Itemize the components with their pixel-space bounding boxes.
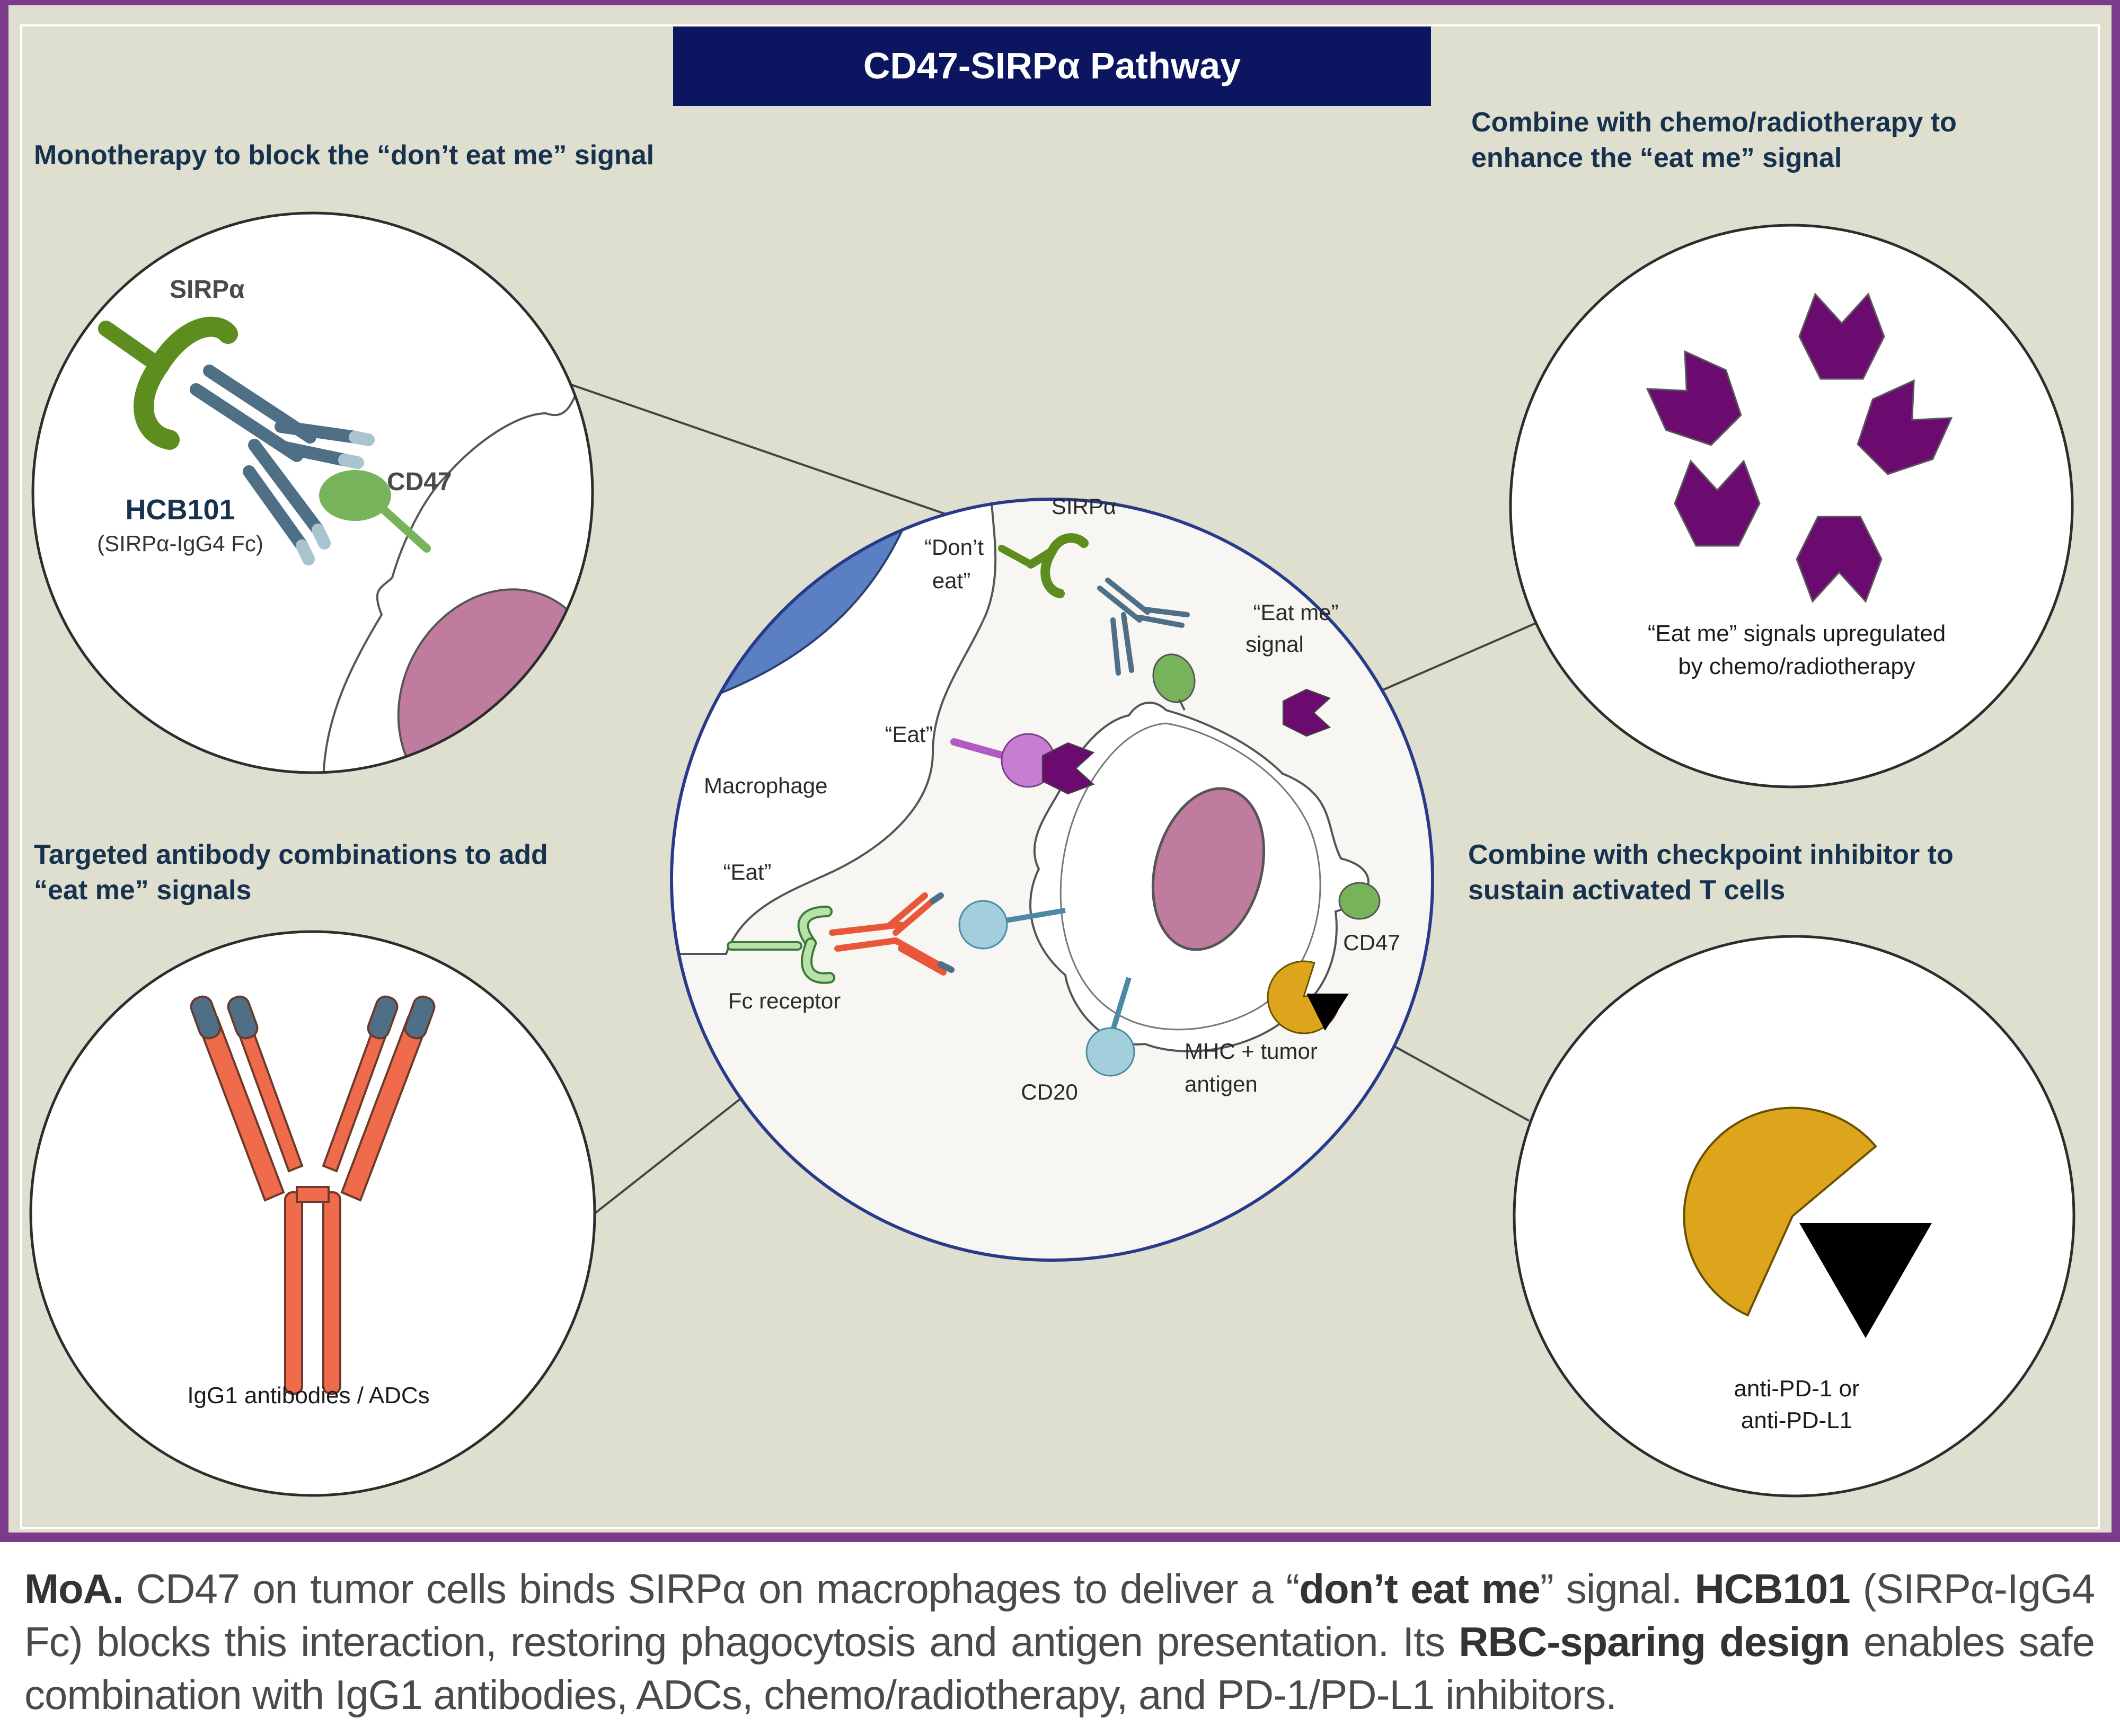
cd20-antigen: [1085, 1027, 1135, 1077]
monotherapy-circle: SIRPα CD47 HCB101 (SIRPα-IgG4 Fc): [31, 211, 594, 774]
eat-me-signal-icons: [1646, 293, 1953, 603]
heading-chemo-line1: Combine with chemo/radiotherapy to: [1471, 107, 1957, 138]
figure-caption: MoA. CD47 on tumor cells binds SIRPα on …: [24, 1562, 2095, 1721]
label-eat-me-2: signal: [1246, 632, 1304, 657]
label-anti-pd-l1: anti-PD-L1: [1741, 1407, 1852, 1433]
eat-me-signal-icon: [1798, 293, 1885, 380]
heading-chemo-line2: enhance the “eat me” signal: [1471, 143, 1842, 173]
caption-bold-dont-eat-me: don’t eat me: [1299, 1565, 1540, 1612]
hcb101-antibody-center: [1097, 578, 1190, 676]
heading-antibody-line2: “eat me” signals: [34, 875, 251, 906]
heading-checkpoint-line2: sustain activated T cells: [1468, 875, 1785, 906]
diagram-canvas: CD47-SIRPα Pathway Monotherapy to block …: [0, 0, 2120, 1542]
label-cd20: CD20: [1021, 1079, 1077, 1104]
hcb101-antibody: [190, 365, 375, 565]
label-sirpa-left: SIRPα: [170, 276, 245, 304]
label-hcb101-sub: (SIRPα-IgG4 Fc): [97, 531, 263, 556]
tumor-nucleus-center: [1151, 787, 1266, 951]
label-fc-receptor: Fc receptor: [728, 988, 841, 1013]
fc-receptor: [727, 906, 835, 984]
cd47-center-top-stem: [1178, 699, 1186, 711]
heading-monotherapy: Monotherapy to block the “don’t eat me” …: [34, 140, 654, 171]
caption-moa: MoA.: [24, 1565, 124, 1612]
caption-part-3: (SIRPα-IgG4 Fc) blocks this interaction,…: [24, 1565, 2095, 1665]
eat-me-signal-icon: [1646, 350, 1742, 446]
caption-part-2: ” signal.: [1540, 1565, 1695, 1612]
chemo-circle: “Eat me” signals upregulated by chemo/ra…: [1509, 224, 2074, 789]
eat-me-signal-icon: [1796, 516, 1883, 603]
label-cd47-left: CD47: [387, 468, 452, 496]
label-eat-me-upregulated-2: by chemo/radiotherapy: [1678, 653, 1915, 679]
label-eat-me-1: “Eat me”: [1253, 600, 1338, 625]
label-eat-lower: “Eat”: [723, 860, 771, 884]
igg1-antibody-center: [829, 892, 955, 976]
label-cd47-center: CD47: [1343, 930, 1400, 955]
label-dont-eat-1: “Don’t: [924, 535, 984, 560]
title-bar: [673, 26, 1431, 106]
caption-part-4: enables safe combination with IgG1 antib…: [24, 1618, 2095, 1718]
igg1-antibody-icon: [190, 995, 436, 1395]
sirpa-receptor: [98, 316, 238, 450]
label-eat-upper: “Eat”: [885, 722, 933, 747]
eat-me-signal-icon: [1857, 379, 1953, 475]
label-eat-me-upregulated-1: “Eat me” signals upregulated: [1648, 621, 1946, 646]
label-sirpa-center: SIRPα: [1052, 494, 1116, 519]
mhc-triangle: [1306, 994, 1349, 1031]
heading-checkpoint-line1: Combine with checkpoint inhibitor to: [1468, 839, 1954, 870]
label-mhc-1: MHC + tumor: [1185, 1039, 1318, 1064]
label-dont-eat-2: eat”: [932, 568, 970, 593]
eat-me-signal-center: [1282, 688, 1331, 737]
label-hcb101: HCB101: [125, 494, 235, 526]
cd47-center-top: [1152, 653, 1196, 703]
pd-l1-triangle-icon: [1799, 1223, 1932, 1338]
caption-part-1: CD47 on tumor cells binds SIRPα on macro…: [123, 1565, 1300, 1612]
label-macrophage: Macrophage: [704, 773, 827, 798]
checkpoint-circle: anti-PD-1 or anti-PD-L1: [1513, 935, 2075, 1498]
cd20-receptor: [958, 900, 1008, 950]
page-title: CD47-SIRPα Pathway: [863, 45, 1241, 86]
label-anti-pd1: anti-PD-1 or: [1734, 1376, 1859, 1402]
cd47-ligand: [319, 470, 431, 553]
label-mhc-2: antigen: [1185, 1071, 1258, 1096]
caption-bold-rbc-sparing: RBC-sparing design: [1459, 1618, 1850, 1665]
eat-me-ligand-center: [1041, 742, 1095, 795]
sirpa-receptor-center: [998, 533, 1089, 598]
label-igg1: IgG1 antibodies / ADCs: [187, 1383, 429, 1409]
heading-antibody-line1: Targeted antibody combinations to add: [34, 839, 548, 870]
eat-me-signal-icon: [1674, 459, 1761, 547]
pd1-pacman-icon: [1683, 1106, 1877, 1317]
igg1-circle: IgG1 antibodies / ADCs: [29, 930, 596, 1497]
caption-bold-hcb101: HCB101: [1694, 1565, 1850, 1612]
cd47-center-right: [1338, 882, 1381, 920]
inner-border: [20, 24, 2100, 1529]
